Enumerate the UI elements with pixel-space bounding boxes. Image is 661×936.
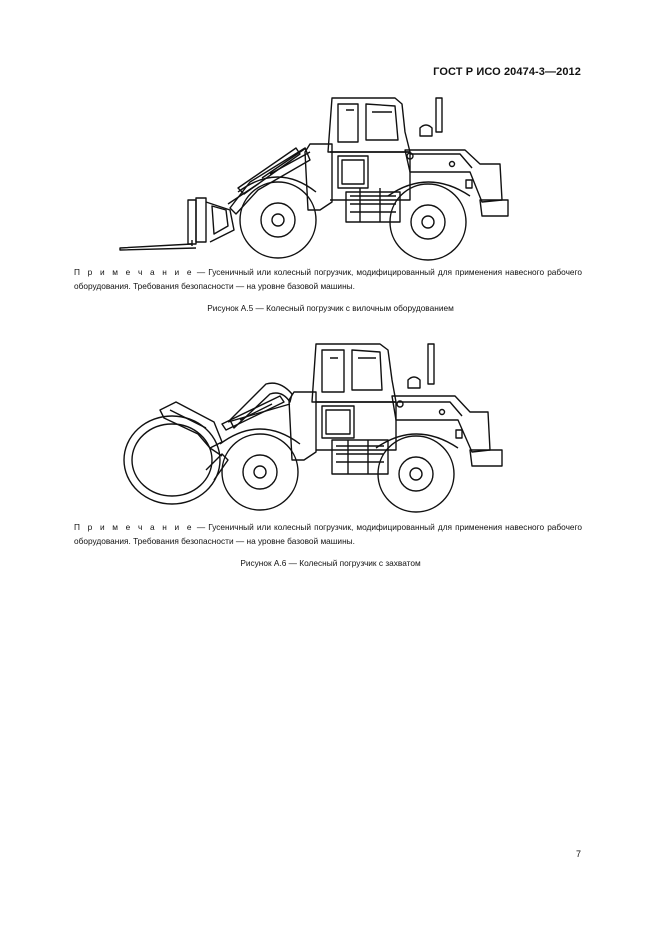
figure-a6-grapple-loader xyxy=(110,340,530,515)
document-standard-number: ГОСТ Р ИСО 20474-3—2012 xyxy=(433,66,581,78)
page-number: 7 xyxy=(575,849,581,859)
note-figure-a6: П р и м е ч а н и е — Гусеничный или кол… xyxy=(46,521,582,548)
note-label: П р и м е ч а н и е xyxy=(74,267,194,277)
note-label: П р и м е ч а н и е xyxy=(74,522,194,532)
note-text: — Гусеничный или колесный погрузчик, мод… xyxy=(74,522,583,546)
note-figure-a5: П р и м е ч а н и е — Гусеничный или кол… xyxy=(46,266,582,293)
caption-figure-a6: Рисунок А.6 — Колесный погрузчик с захва… xyxy=(240,558,421,568)
figure-a5-forklift-loader xyxy=(110,92,530,262)
caption-figure-a5: Рисунок А.5 — Колесный погрузчик с вилоч… xyxy=(207,303,454,313)
note-text: — Гусеничный или колесный погрузчик, мод… xyxy=(74,267,583,291)
